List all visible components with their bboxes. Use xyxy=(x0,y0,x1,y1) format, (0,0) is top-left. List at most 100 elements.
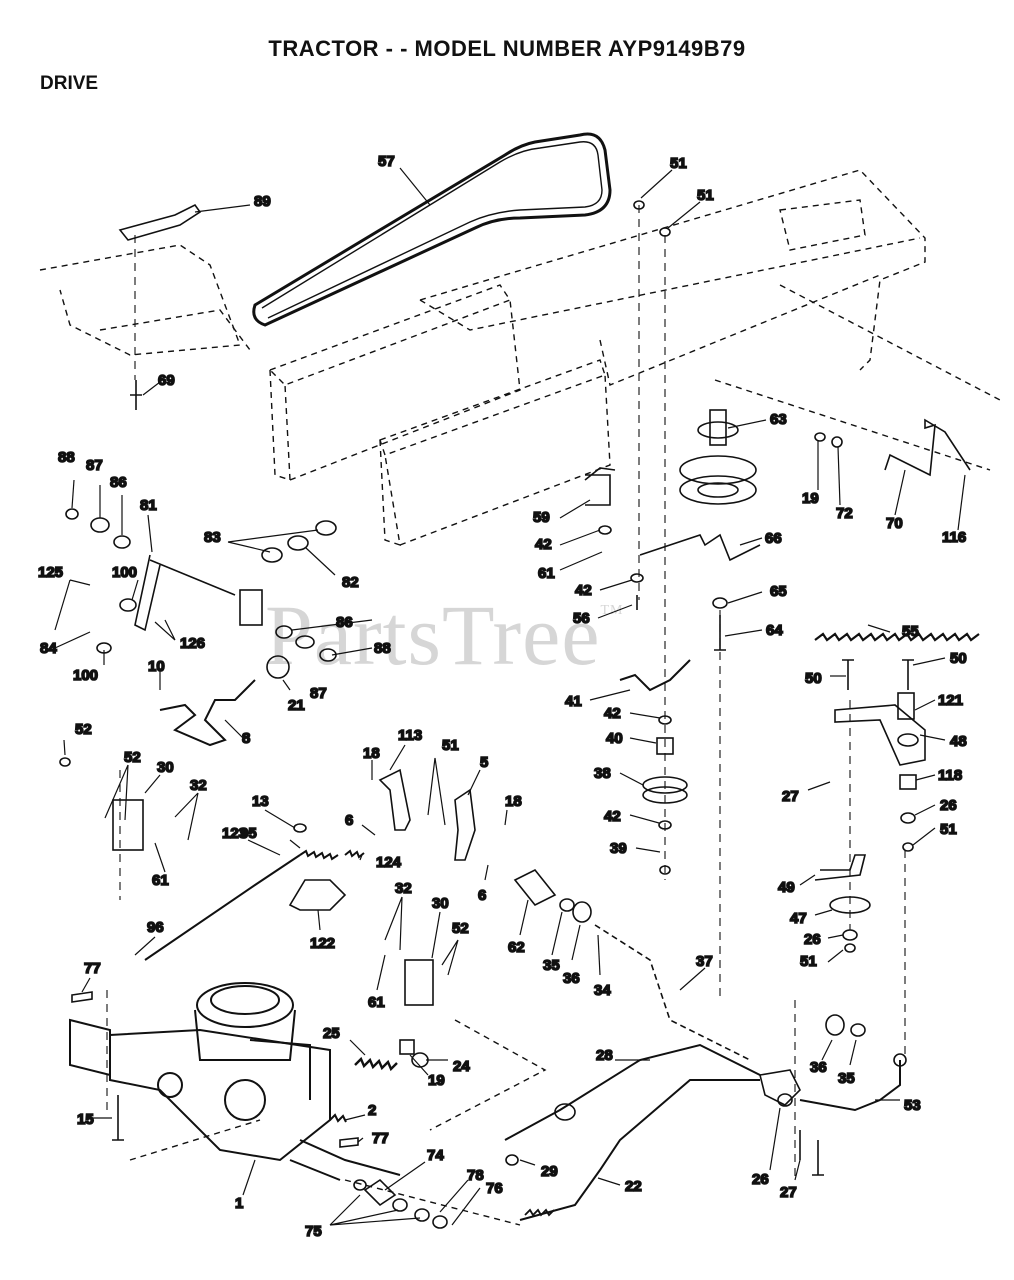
bracket-122 xyxy=(288,879,347,911)
callout-15: 15 xyxy=(77,1111,94,1128)
clip-59 xyxy=(584,467,616,506)
callout-1: 1 xyxy=(235,1195,243,1212)
sleeve-62 xyxy=(513,868,557,907)
rod-95 xyxy=(144,854,301,961)
callout-56: 56 xyxy=(573,610,590,627)
callout-36: 36 xyxy=(810,1059,827,1076)
tractor-frame xyxy=(39,169,1001,1226)
callout-53: 53 xyxy=(904,1097,921,1114)
callout-6: 6 xyxy=(478,887,486,904)
callout-88: 88 xyxy=(58,449,75,466)
callout-52: 52 xyxy=(75,721,92,738)
callout-69: 69 xyxy=(158,372,175,389)
spring-55 xyxy=(814,632,980,642)
callout-116: 116 xyxy=(942,529,966,546)
bolt-50b xyxy=(902,659,914,690)
bracket-89 xyxy=(118,203,202,241)
shift-rod-8 xyxy=(159,679,256,747)
callout-35: 35 xyxy=(838,1070,855,1087)
callout-59: 59 xyxy=(533,509,550,526)
callout-34: 34 xyxy=(594,982,611,999)
callout-10: 10 xyxy=(148,658,165,675)
callout-77: 77 xyxy=(372,1130,389,1147)
callout-66: 66 xyxy=(765,530,782,547)
callout-61: 61 xyxy=(368,994,385,1011)
knob-21 xyxy=(266,655,290,679)
bolt-50a xyxy=(842,659,854,690)
ball-29 xyxy=(505,1154,519,1166)
bracket-30-right xyxy=(404,959,434,1006)
callout-40: 40 xyxy=(606,730,623,747)
spring-95 xyxy=(299,849,339,861)
callout-26: 26 xyxy=(804,931,821,948)
callout-labels: 57 51 51 89 69 63 19 72 70 116 88 87 86 … xyxy=(37,152,967,1241)
callout-83: 83 xyxy=(204,529,221,546)
bracket-113 xyxy=(378,768,411,831)
callout-25: 25 xyxy=(323,1025,340,1042)
callout-72: 72 xyxy=(836,505,853,522)
callout-49: 49 xyxy=(778,879,795,896)
rod-70 xyxy=(884,418,971,477)
callout-22: 22 xyxy=(625,1178,642,1195)
leader-lines xyxy=(54,167,966,1226)
callout-86: 86 xyxy=(110,474,127,491)
rod-22 xyxy=(519,1079,760,1221)
spring-25 xyxy=(354,1056,398,1072)
rod-28 xyxy=(504,1043,761,1141)
callout-124: 124 xyxy=(376,854,402,871)
watermark: PartsTreeTM xyxy=(265,587,624,683)
callout-61: 61 xyxy=(538,565,555,582)
callout-84: 84 xyxy=(40,640,57,657)
callout-47: 47 xyxy=(790,910,807,927)
bracket-5 xyxy=(454,788,476,861)
bracket-26 xyxy=(759,1069,801,1106)
callout-21: 21 xyxy=(288,697,305,714)
callout-51: 51 xyxy=(442,737,459,754)
callout-42: 42 xyxy=(575,582,592,599)
callout-65: 65 xyxy=(770,583,787,600)
callout-57: 57 xyxy=(378,153,395,170)
bracket-41 xyxy=(619,659,691,692)
callout-100: 100 xyxy=(112,564,137,581)
washers xyxy=(59,200,916,1229)
callout-5: 5 xyxy=(480,754,488,771)
bolt-27b xyxy=(812,1140,824,1176)
callout-51: 51 xyxy=(697,187,714,204)
bolt-64 xyxy=(714,615,726,651)
sleeve-74 xyxy=(363,1178,397,1207)
section-heading: DRIVE xyxy=(40,73,99,94)
spring-22 xyxy=(524,1208,555,1217)
drive-belt xyxy=(252,132,612,327)
callout-6: 6 xyxy=(345,812,353,829)
callout-24: 24 xyxy=(453,1058,470,1075)
callout-42: 42 xyxy=(604,808,621,825)
callout-37: 37 xyxy=(696,953,713,970)
spring-2 xyxy=(329,1113,347,1123)
bolt-69 xyxy=(130,380,142,410)
callout-30: 30 xyxy=(432,895,449,912)
bracket-30-left xyxy=(112,799,144,851)
callout-42: 42 xyxy=(604,705,621,722)
belt-guide-66 xyxy=(639,533,761,562)
callout-121: 121 xyxy=(938,692,963,709)
callout-51: 51 xyxy=(670,155,687,172)
callout-32: 32 xyxy=(190,777,207,794)
callout-118: 118 xyxy=(938,767,962,784)
callout-64: 64 xyxy=(766,622,783,639)
callout-27: 27 xyxy=(780,1184,797,1201)
callout-51: 51 xyxy=(940,821,957,838)
callout-32: 32 xyxy=(395,880,412,897)
callout-113: 113 xyxy=(398,727,422,744)
callout-62: 62 xyxy=(508,939,525,956)
drive-belt-inner xyxy=(261,141,603,319)
callout-87: 87 xyxy=(310,685,327,702)
callout-81: 81 xyxy=(140,497,157,514)
spring-124 xyxy=(344,849,365,859)
callout-26: 26 xyxy=(752,1171,769,1188)
callout-95: 95 xyxy=(240,825,257,842)
callout-74: 74 xyxy=(427,1147,444,1164)
callout-50: 50 xyxy=(805,670,822,687)
callout-18: 18 xyxy=(505,793,522,810)
callout-76: 76 xyxy=(486,1180,503,1197)
